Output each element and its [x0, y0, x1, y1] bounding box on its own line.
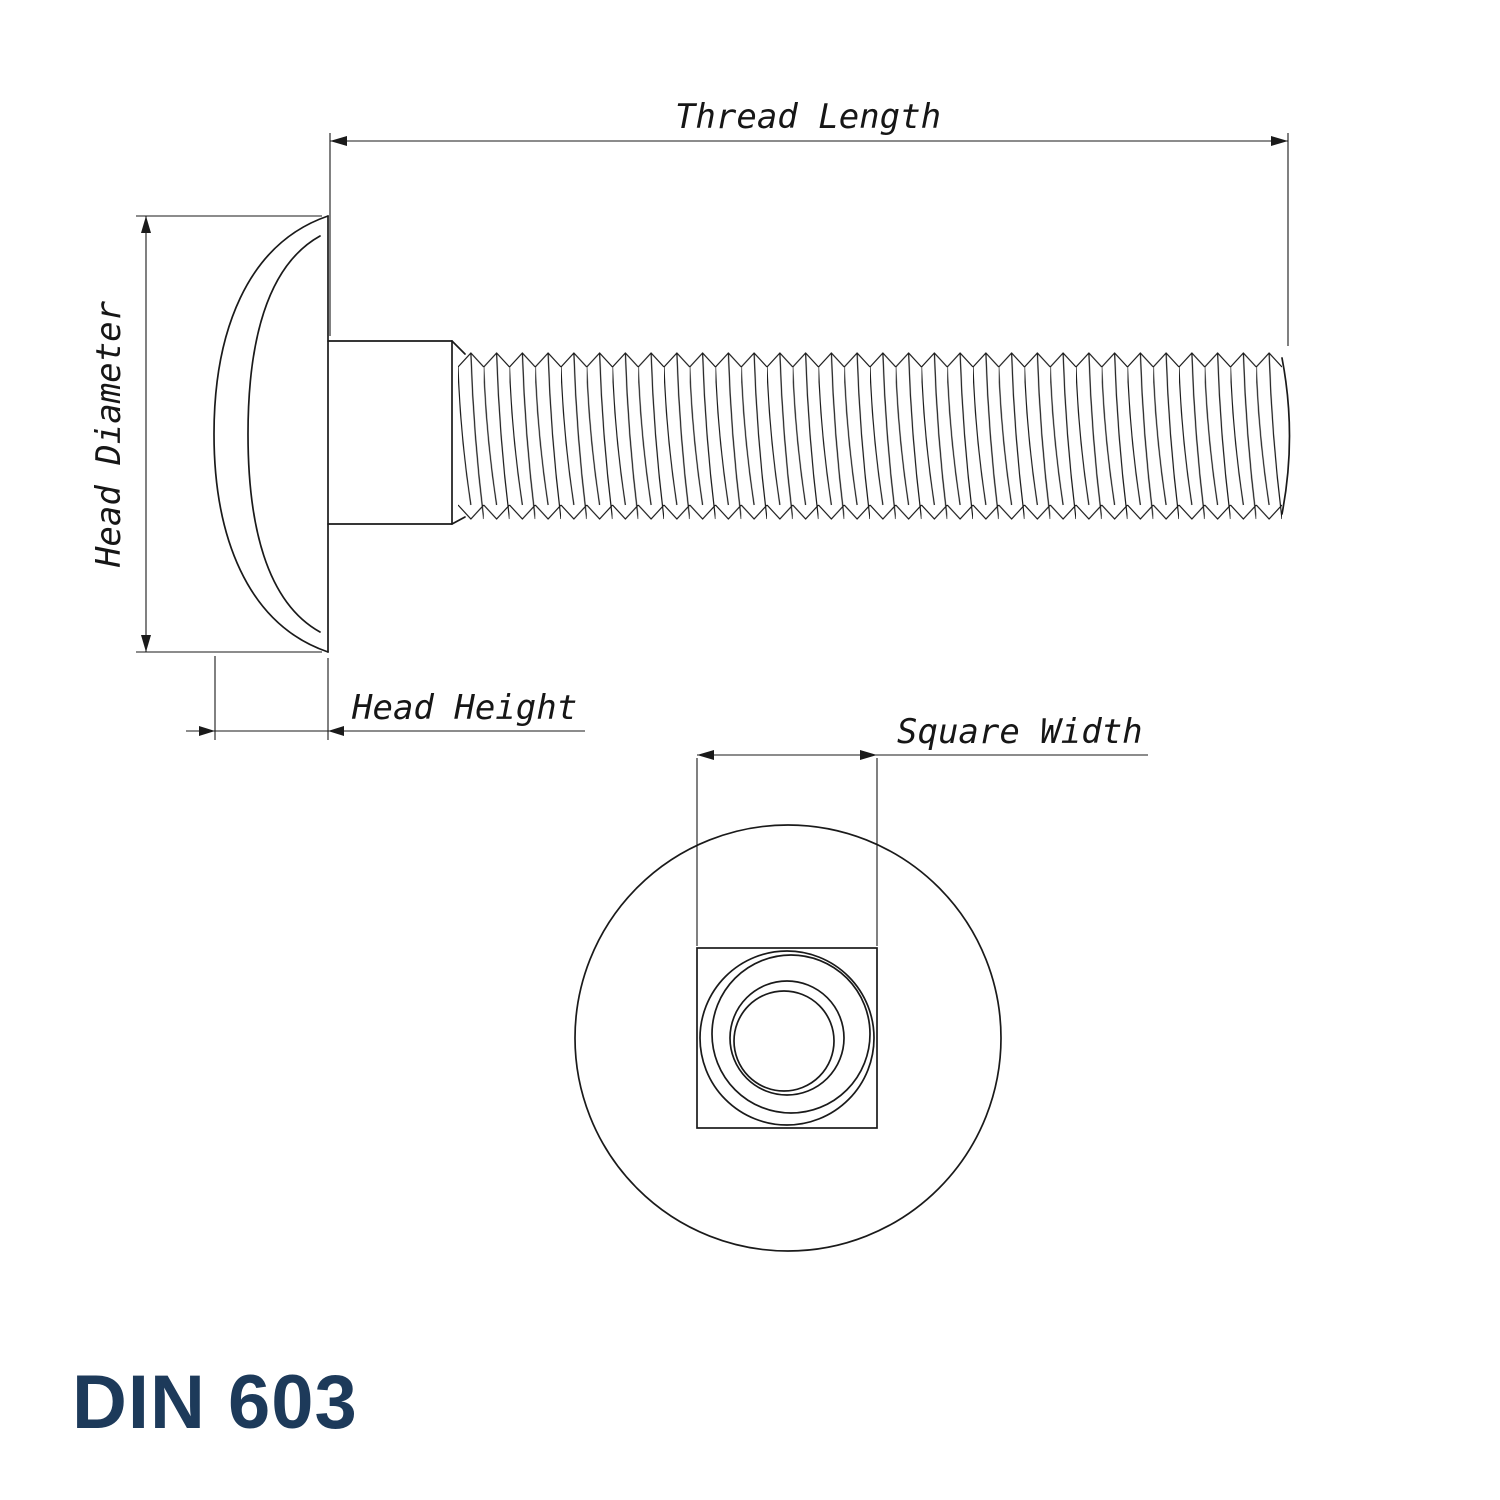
thread-minor-circle	[729, 980, 845, 1096]
bolt-head-inner-curve	[247, 235, 321, 633]
arrowhead-right-icon	[860, 750, 877, 760]
thread-end-cap	[1281, 357, 1291, 515]
thread-shaft	[458, 352, 1282, 520]
bolt-bottom-view	[574, 824, 1002, 1252]
standard-title: DIN 603	[72, 1360, 358, 1445]
dim-head-height: Head Height	[186, 656, 585, 740]
square-width-label: Square Width	[897, 712, 1143, 752]
bolt-side-view	[213, 215, 1291, 653]
thread-major-circle	[699, 950, 875, 1126]
arrowhead-right-icon	[328, 726, 344, 736]
arrowhead-left-icon	[330, 136, 347, 146]
arrowhead-bottom-icon	[141, 635, 151, 652]
arrowhead-right-icon	[1271, 136, 1288, 146]
dim-thread-length: Thread Length	[329, 97, 1289, 346]
neck-chamfer-top	[451, 340, 466, 355]
dim-head-diameter: Head Diameter	[89, 215, 322, 653]
arrowhead-left-icon	[199, 726, 215, 736]
bolt-head-dome-profile	[213, 215, 329, 653]
square-neck-outline	[696, 947, 878, 1129]
thread-inner-spiral-circle	[733, 990, 835, 1092]
thread-spiral-circle	[711, 954, 871, 1114]
arrowhead-left-icon	[697, 750, 714, 760]
head-height-label: Head Height	[351, 688, 577, 728]
arrowhead-top-icon	[141, 216, 151, 233]
dim-square-width: Square Width	[696, 712, 1148, 946]
head-diameter-label: Head Diameter	[89, 300, 129, 568]
head-outline-circle	[574, 824, 1002, 1252]
thread-length-label: Thread Length	[675, 97, 941, 137]
